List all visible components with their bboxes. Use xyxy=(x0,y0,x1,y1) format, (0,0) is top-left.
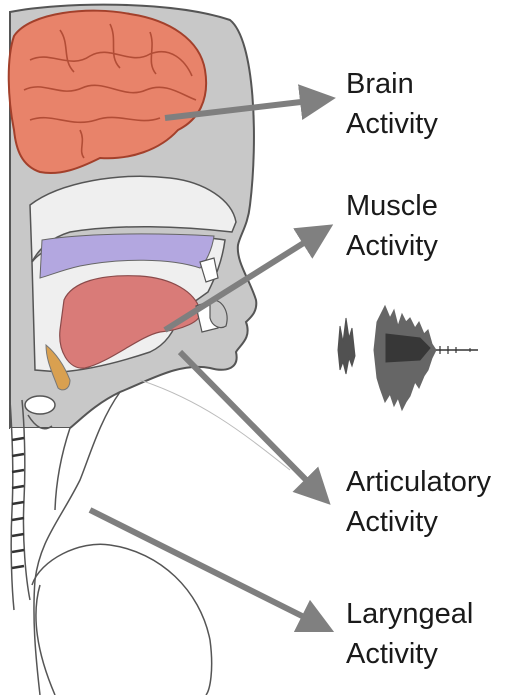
articulatory-activity-line2: Activity xyxy=(346,502,491,542)
muscle-activity-line2: Activity xyxy=(346,226,438,266)
laryngeal-activity-label: Laryngeal Activity xyxy=(346,594,473,674)
articulatory-activity-label: Articulatory Activity xyxy=(346,462,491,542)
articulatory-activity-arrow xyxy=(180,352,318,492)
brain-activity-line2: Activity xyxy=(346,104,438,144)
brain-activity-line1: Brain xyxy=(346,64,438,104)
laryngeal-activity-line1: Laryngeal xyxy=(346,594,473,634)
muscle-activity-line1: Muscle xyxy=(346,186,438,226)
muscle-activity-label: Muscle Activity xyxy=(346,186,438,266)
articulatory-activity-line1: Articulatory xyxy=(346,462,491,502)
laryngeal-activity-line2: Activity xyxy=(346,634,473,674)
speech-waveform xyxy=(338,306,478,410)
brain-activity-label: Brain Activity xyxy=(346,64,438,144)
laryngeal-activity-arrow xyxy=(90,510,318,624)
